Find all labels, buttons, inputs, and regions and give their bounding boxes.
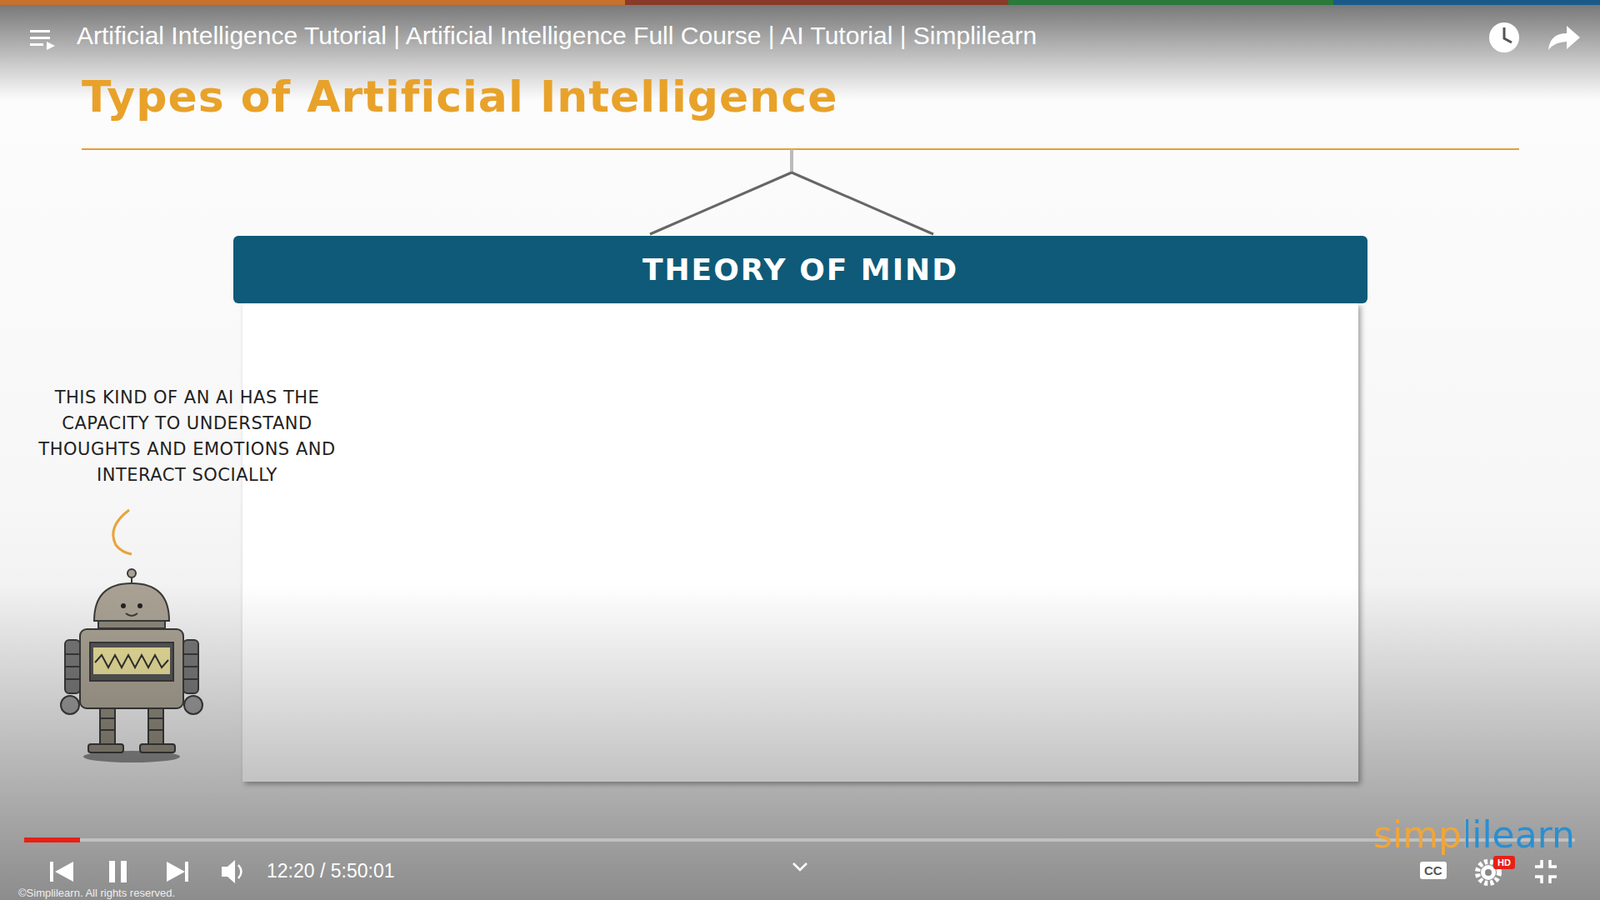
hd-badge: HD xyxy=(1493,855,1515,870)
time-display: 12:20 / 5:50:01 xyxy=(266,860,395,883)
copyright-note: ©Simplilearn. All rights reserved. xyxy=(18,886,175,900)
playlist-icon xyxy=(30,30,55,50)
category-band: THEORY OF MIND xyxy=(233,235,1368,304)
bottom-shade xyxy=(0,583,1600,900)
progress-played xyxy=(24,837,80,843)
cc-button: CC xyxy=(1420,861,1447,880)
video-title: Artificial Intelligence Tutorial | Artif… xyxy=(76,21,1037,50)
slide-title: Types of Artificial Intelligence xyxy=(81,71,838,122)
progress-track xyxy=(24,838,1575,842)
player-controls xyxy=(50,860,242,884)
fullscreen-exit-icon xyxy=(1535,860,1557,884)
chevron-icon xyxy=(793,863,807,870)
share-icon xyxy=(1548,25,1580,50)
band-label: THEORY OF MIND xyxy=(642,252,959,287)
branch-lines xyxy=(650,149,934,235)
speech-text: THIS KIND OF AN AI HAS THE CAPACITY TO U… xyxy=(22,385,352,489)
clock-icon xyxy=(1489,22,1520,53)
top-color-strip xyxy=(0,0,1600,5)
brand-logo: simplilearn xyxy=(1373,813,1575,856)
title-rule xyxy=(81,148,1520,150)
speech-bracket xyxy=(113,510,132,555)
